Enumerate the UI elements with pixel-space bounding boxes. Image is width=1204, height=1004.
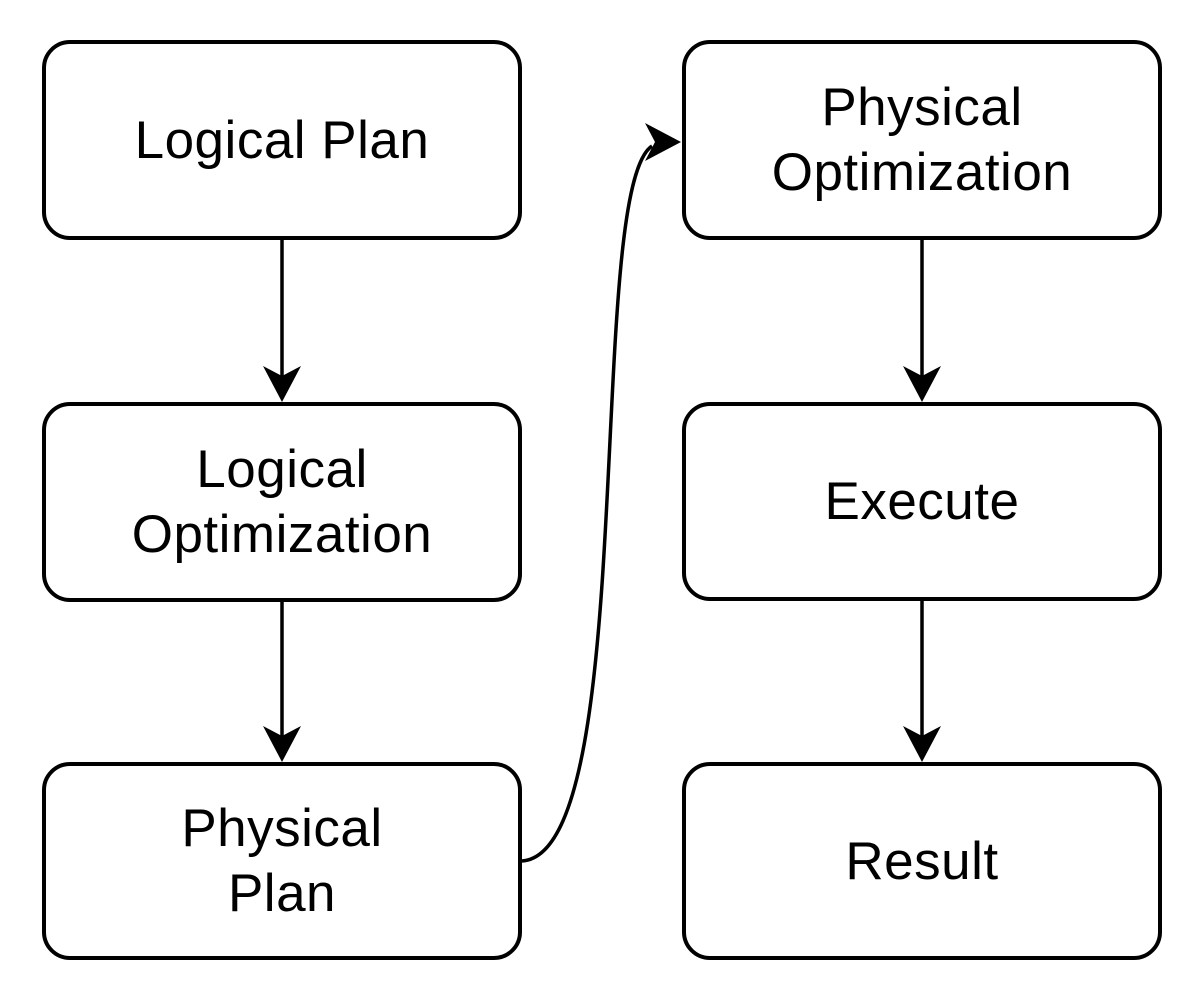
node-physical-plan: Physical Plan [42,762,522,960]
arrowhead-down-icon [263,366,301,402]
arrowhead-down-icon [903,366,941,402]
node-logical-optimization: Logical Optimization [42,402,522,602]
arrowhead-right-icon [645,123,681,161]
node-result: Result [682,762,1162,960]
node-logical-plan: Logical Plan [42,40,522,240]
node-label: Execute [824,472,1020,531]
node-label: Logical Plan [134,110,430,170]
node-label: Physical Plan [181,799,383,923]
node-physical-optimization: Physical Optimization [682,40,1162,240]
node-label: Logical Optimization [131,440,433,564]
arrowhead-down-icon [263,726,301,762]
edge-physical-plan-to-physical-optimization [521,144,654,863]
node-label: Physical Optimization [771,78,1073,202]
node-label: Result [845,831,999,891]
node-execute: Execute [682,402,1162,601]
arrowhead-down-icon [903,726,941,762]
